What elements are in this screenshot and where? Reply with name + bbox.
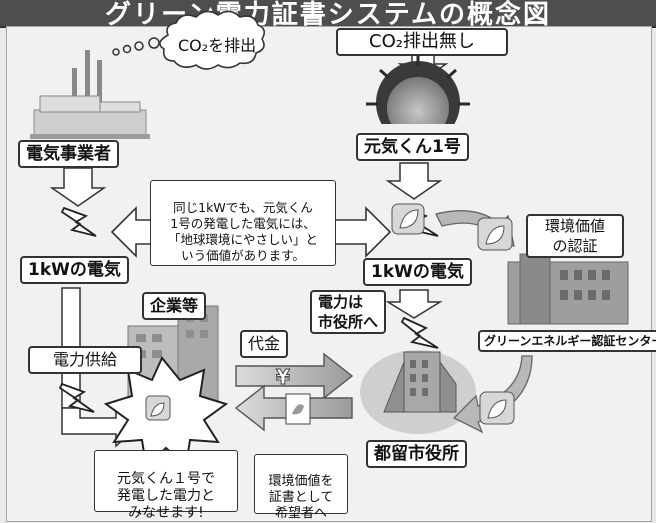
utility-label: 電気事業者	[18, 140, 119, 168]
genki1-label: 元気くん1号	[356, 133, 469, 161]
city-hall-label: 都留市役所	[366, 440, 467, 468]
smoke-dots	[112, 37, 160, 56]
arrow-payment	[235, 352, 354, 400]
arrow-genki-down	[385, 162, 443, 200]
note-center-text: 同じ1kWでも、元気くん 1号の発電した電気には、 「地球環境にやさしい」と い…	[167, 200, 318, 263]
green-center-building-icon	[507, 253, 629, 325]
power-to-city-label: 電力は 市役所へ	[310, 290, 387, 334]
note-deemed-box: 元気くん１号で 発電した電力と みなせます!	[94, 450, 238, 521]
kwh-right-label: 1kWの電気	[363, 258, 472, 286]
companies-label: 企業等	[142, 292, 207, 320]
kwh-left-label: 1kWの電気	[20, 256, 129, 284]
city-hall-building-icon	[360, 350, 476, 434]
note-cert-box: 環境価値を 証書として 希望者へ	[254, 454, 348, 521]
co2-emit-label: CO₂を排出	[178, 36, 257, 55]
co2-cloud-icon	[159, 10, 266, 70]
certificate-doc-icon	[285, 393, 311, 425]
arrow-kwh-right-down	[385, 289, 443, 319]
factory-icon	[30, 50, 150, 139]
green-center-label: グリーンエネルギー認証センター	[478, 330, 656, 352]
env-value-cert-label: 環境価値 の認証	[526, 214, 624, 258]
note-center-box: 同じ1kWでも、元気くん 1号の発電した電気には、 「地球環境にやさしい」と い…	[150, 180, 336, 266]
payment-label: 代金	[240, 330, 289, 358]
solar-sun-icon	[360, 54, 476, 145]
arrow-curve-to-city	[452, 355, 533, 434]
arrow-utility-down	[49, 167, 107, 207]
yen-symbol-icon: ¥	[276, 365, 290, 389]
power-supply-label: 電力供給	[28, 346, 142, 374]
note-cert-text: 環境価値を 証書として 希望者へ	[268, 474, 334, 521]
note-deemed-text: 元気くん１号で 発電した電力と みなせます!	[117, 471, 215, 521]
leaf-icon	[145, 203, 515, 425]
co2-none-label: CO₂排出無し	[336, 28, 508, 56]
